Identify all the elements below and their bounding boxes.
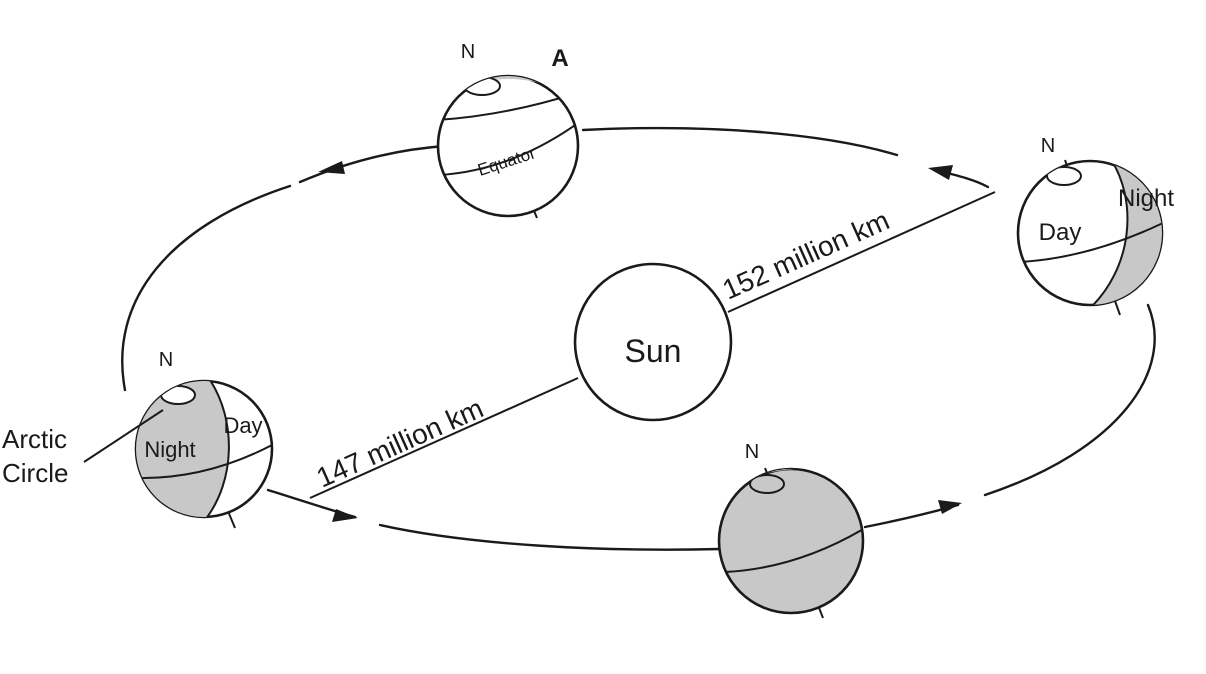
arctic-label-line1: Arctic [2, 424, 67, 454]
earth-position-right: Day Night N [1016, 135, 1174, 316]
orbit-path [121, 126, 1156, 551]
earth-position-left: Night Day N [134, 349, 274, 529]
arctic-circle-callout: Arctic Circle [2, 409, 164, 488]
north-label-left: N [159, 349, 173, 371]
day-label-right: Day [1039, 219, 1082, 246]
north-label-right: N [1041, 135, 1055, 157]
arrow-lower-right [938, 500, 962, 514]
distance-line-near [309, 377, 579, 499]
night-label-left: Night [144, 437, 195, 462]
arrow-upper-right [928, 165, 953, 180]
sun-label: Sun [625, 333, 682, 369]
arctic-label-line2: Circle [2, 458, 68, 488]
distance-label-far: 152 million km [718, 204, 894, 305]
earth-position-bottom: N [717, 441, 865, 619]
day-label-left: Day [223, 413, 262, 438]
distance-label-near: 147 million km [312, 392, 488, 493]
distance-line-far [727, 191, 996, 313]
earth-position-a: Equator N A [436, 41, 580, 219]
north-label-a: N [461, 41, 475, 63]
north-label-bottom: N [745, 441, 759, 463]
position-a-label: A [551, 45, 568, 72]
night-label-right: Night [1118, 185, 1174, 212]
arrow-top [318, 161, 345, 174]
arrow-lower-left [332, 509, 358, 522]
orbit-arrows [318, 161, 962, 522]
sun [573, 262, 733, 422]
